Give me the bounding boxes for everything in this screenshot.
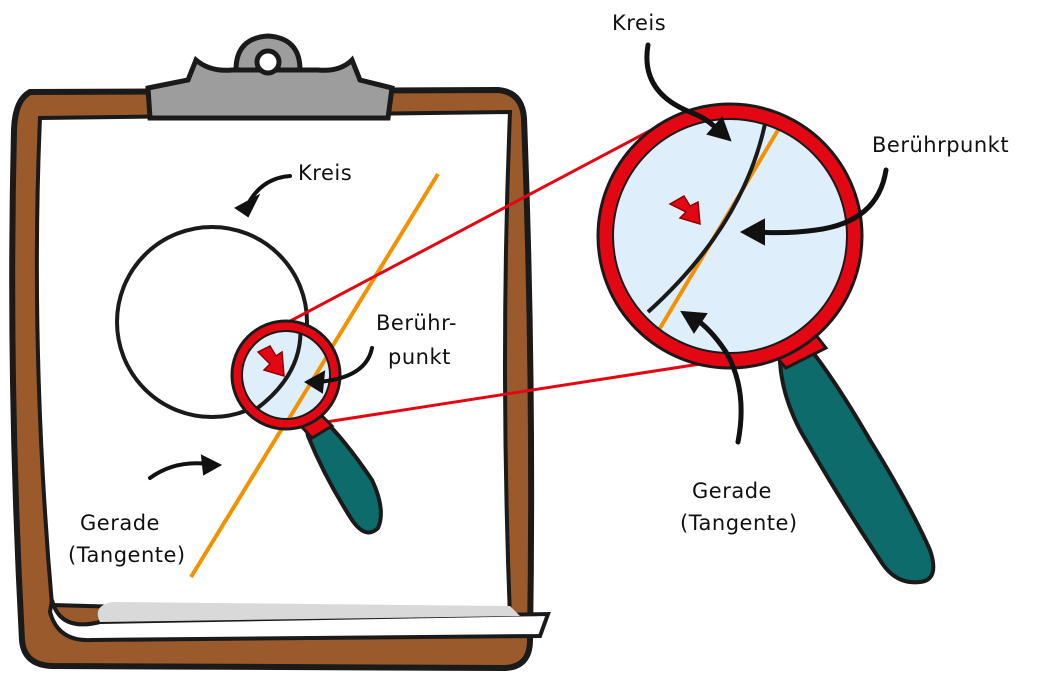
left-touch-label-line1: Berühr- <box>376 311 457 335</box>
right-line-label-line1: Gerade <box>692 479 772 503</box>
right-circle-label: Kreis <box>612 11 666 35</box>
paper-curl-shadow <box>97 602 520 622</box>
big-lens-glass <box>612 118 848 354</box>
clipboard-clip <box>145 33 395 121</box>
small-pointer-arrow <box>256 345 285 378</box>
small-lens-ring <box>232 321 340 429</box>
left-circle-label: Kreis <box>298 161 352 185</box>
zoom-line-top <box>261 126 656 338</box>
clip-base <box>145 55 395 121</box>
zoom-connectors <box>261 126 701 424</box>
left-line-label-line2: (Tangente) <box>68 543 186 567</box>
clip-hole <box>254 48 282 76</box>
left-line-label-line1: Gerade <box>80 511 160 535</box>
big-magnifier-handle <box>777 343 936 585</box>
left-touch-label-line2: punkt <box>388 345 451 369</box>
right-line-label-line2: (Tangente) <box>680 511 798 535</box>
small-magnifier <box>230 319 383 535</box>
arrow-touch-left <box>316 346 374 384</box>
zoom-line-bottom <box>325 362 701 424</box>
big-pointer-arrow <box>668 194 701 226</box>
right-touch-label: Berührpunkt <box>872 133 1009 157</box>
annotation-arrows <box>148 42 889 480</box>
left-circle <box>115 225 309 419</box>
arrow-kreis-right <box>644 42 719 131</box>
paper-curl <box>47 599 551 643</box>
labels: Kreis Berühr- punkt Gerade (Tangente) Kr… <box>68 11 1009 567</box>
big-magnifier <box>596 102 936 585</box>
arrow-line-right <box>691 315 744 445</box>
arrow-touch-right <box>755 167 889 236</box>
